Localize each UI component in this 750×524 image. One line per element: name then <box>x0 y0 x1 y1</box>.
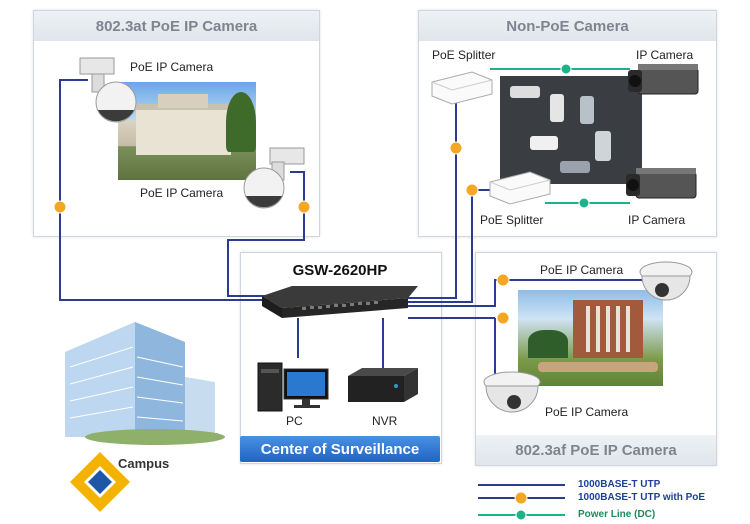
box-ip-camera-top <box>628 64 699 95</box>
dc-marker-top <box>560 63 572 75</box>
label-poe-splitter-bottom: PoE Splitter <box>480 213 544 227</box>
nvr-icon <box>348 368 418 402</box>
poe-af-panel-title: 802.3af PoE IP Camera <box>476 435 716 465</box>
link-dome-camera-bottom-drop <box>485 318 496 383</box>
legend-dc-marker <box>515 509 527 521</box>
link-switch-to-dome-camera-top <box>408 279 648 307</box>
non-poe-panel-title: Non-PoE Camera <box>419 11 716 41</box>
poe-at-panel: 802.3at PoE IP Camera <box>33 10 320 237</box>
label-pc: PC <box>286 414 303 428</box>
legend-utp-poe-label: 1000BASE-T UTP with PoE <box>578 492 706 503</box>
box-ip-camera-bottom <box>626 168 697 199</box>
label-campus: Campus <box>118 456 170 471</box>
gsw-2620hp-switch <box>262 286 418 318</box>
label-poe-ip-camera-at-bottom: PoE IP Camera <box>140 186 224 200</box>
campus-building-photo <box>118 82 256 180</box>
poe-marker-right <box>297 200 311 214</box>
legend-utp-label: 1000BASE-T UTP <box>578 479 661 490</box>
legend-dc-label: Power Line (DC) <box>578 509 656 520</box>
campus-logo-icon <box>70 452 130 512</box>
poe-marker-left <box>53 200 67 214</box>
center-of-surveillance-title: Center of Surveillance <box>240 436 440 462</box>
poe-marker-dome-top <box>496 273 510 287</box>
poe-at-panel-title: 802.3at PoE IP Camera <box>34 11 319 41</box>
poe-marker-splitter-top <box>449 141 463 155</box>
campus-buildings-icon <box>65 322 225 445</box>
dome-camera-top <box>639 261 693 301</box>
ptz-camera-bottom <box>243 147 305 209</box>
parking-lot-photo <box>500 76 642 184</box>
college-building-photo <box>518 290 663 386</box>
switch-model-label: GSW-2620HP <box>292 262 388 279</box>
non-poe-panel: Non-PoE Camera <box>418 10 717 237</box>
poe-splitter-bottom <box>489 171 551 205</box>
link-switch-to-splitter-top <box>408 91 475 299</box>
label-poe-ip-camera-at-top: PoE IP Camera <box>130 60 214 74</box>
link-switch-to-ptz-camera-top <box>59 79 300 301</box>
label-poe-ip-camera-af-top: PoE IP Camera <box>540 263 624 277</box>
link-switch-to-ptz-camera-bottom <box>227 171 305 297</box>
poe-splitter-top <box>431 71 493 105</box>
ptz-camera-top <box>79 57 137 123</box>
poe-marker-splitter-bottom <box>465 183 479 197</box>
dc-marker-bottom <box>578 197 590 209</box>
poe-marker-dome-bottom <box>496 311 510 325</box>
label-nvr: NVR <box>372 414 398 428</box>
label-poe-ip-camera-af-bottom: PoE IP Camera <box>545 405 629 419</box>
legend-poe-marker <box>514 491 528 505</box>
link-switch-to-splitter-bottom <box>408 189 495 303</box>
label-ip-camera-bottom: IP Camera <box>628 213 686 227</box>
label-poe-splitter-top: PoE Splitter <box>432 48 496 62</box>
pc-icon <box>257 362 329 412</box>
label-ip-camera-top: IP Camera <box>636 48 694 62</box>
dome-camera-bottom <box>483 371 541 413</box>
